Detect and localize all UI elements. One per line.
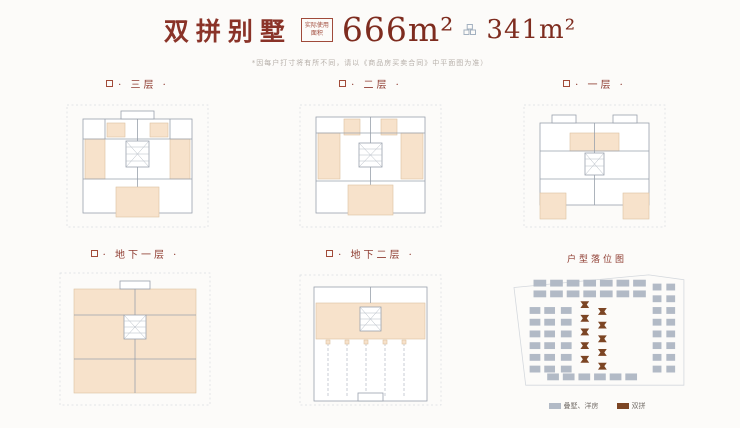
plan-section-floor3: · 三层 · — [55, 76, 220, 243]
site-map-drawing — [513, 274, 685, 386]
area-main-value: 666m² — [341, 10, 455, 49]
area-label-box: 实际使用 面积 — [300, 17, 333, 42]
site-map-title: 户型落位图 — [566, 255, 627, 265]
brand-square-icon — [563, 80, 571, 87]
legend-swatch-brown — [616, 403, 629, 409]
area-secondary-value: 341m² — [486, 14, 577, 45]
plan-label-text: · 地下一层 · — [102, 250, 180, 261]
plan-label-text: · 一层 · — [575, 80, 626, 91]
floorplan-drawing-basement1 — [59, 272, 211, 406]
legend-item-other: 叠墅、洋房 — [548, 401, 599, 411]
plan-label-floor1: · 一层 · — [512, 76, 677, 91]
brand-square-icon — [326, 250, 334, 257]
floorplan-drawing-floor2 — [299, 104, 442, 228]
brand-square-icon — [90, 250, 98, 257]
plan-section-basement2: · 地下二层 · — [288, 246, 453, 415]
plan-label-basement1: · 地下一层 · — [50, 246, 220, 261]
parking-stalls — [327, 343, 405, 397]
page-title: 双拼别墅 — [163, 16, 292, 46]
plan-label-text: · 三层 · — [118, 80, 169, 91]
building-icon — [463, 24, 477, 35]
area-label-line1: 实际使用 — [304, 21, 329, 29]
floorplan-drawing-basement2 — [299, 274, 442, 406]
brand-square-icon — [339, 80, 347, 87]
plan-label-text: · 地下二层 · — [338, 250, 415, 261]
floorplan-drawing-floor3 — [66, 104, 209, 228]
legend-swatch-gray — [548, 403, 561, 409]
floorplan-drawing-floor1 — [523, 104, 666, 228]
plan-label-text: · 二层 · — [351, 80, 402, 91]
site-map-section: 户型落位图 — [502, 252, 692, 411]
legend-label: 双拼 — [631, 402, 646, 410]
legend-item-highlight: 双拼 — [616, 401, 646, 411]
legend-label: 叠墅、洋房 — [563, 402, 599, 410]
header: 双拼别墅 实际使用 面积 666m² 341m² — [0, 10, 740, 49]
plan-label-floor3: · 三层 · — [55, 76, 220, 91]
plan-label-basement2: · 地下二层 · — [288, 246, 453, 261]
plan-label-floor2: · 二层 · — [288, 76, 453, 91]
brand-square-icon — [106, 80, 114, 87]
site-map-legend: 叠墅、洋房 双拼 — [502, 401, 692, 411]
disclaimer-text: *因每户打寸将有所不同，请以《商品房买卖合同》中平面图为准） — [251, 59, 489, 67]
area-label-line2: 面积 — [310, 29, 323, 37]
plan-section-floor2: · 二层 · — [288, 76, 453, 243]
plan-section-basement1: · 地下一层 · — [50, 246, 220, 415]
plan-section-floor1: · 一层 · — [512, 76, 677, 243]
